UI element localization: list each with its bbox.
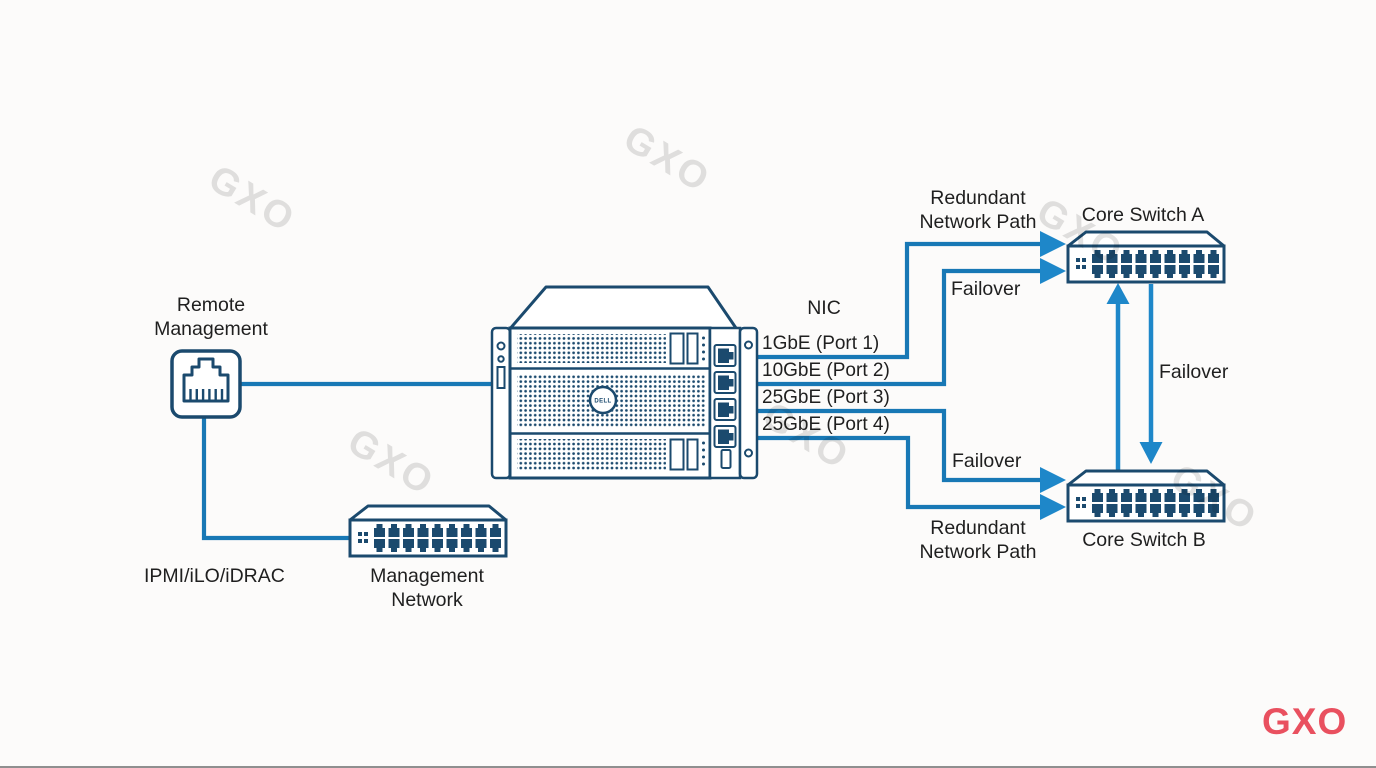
dell-server-icon: DELL [490,285,759,480]
bottom-edge-line [0,766,1376,768]
nic-port2-label: 10GbE (Port 2) [762,360,890,381]
remote-management-label: Remote Management [154,294,268,340]
gxo-logo: GXO [1262,701,1348,742]
failover-bottom-label: Failover [952,450,1022,472]
nic-port3-label: 25GbE (Port 3) [762,387,890,408]
nic-port1-label: 1GbE (Port 1) [762,333,880,354]
redundant-path-top-label: Redundant Network Path [919,187,1037,233]
ipmi-label: IPMI/iLO/iDRAC [144,565,285,587]
core-switch-b-label: Core Switch B [1082,529,1206,551]
management-switch-icon [348,504,508,558]
failover-arrows [1106,283,1163,471]
failover-top-label: Failover [951,278,1021,300]
failover-middle-label: Failover [1159,361,1229,383]
core-switch-a-label: Core Switch A [1081,204,1205,226]
server-nic-ports [713,344,737,469]
redundant-path-bottom-label: Redundant Network Path [919,517,1037,563]
nic-port4-label: 25GbE (Port 4) [762,414,890,435]
connection-lines [201,241,1040,541]
dell-badge: DELL [594,399,611,405]
management-network-label: Management Network [370,565,484,611]
rj45-jack-icon [170,349,242,419]
nic-label: NIC [807,297,841,319]
arrowheads [1040,231,1066,520]
